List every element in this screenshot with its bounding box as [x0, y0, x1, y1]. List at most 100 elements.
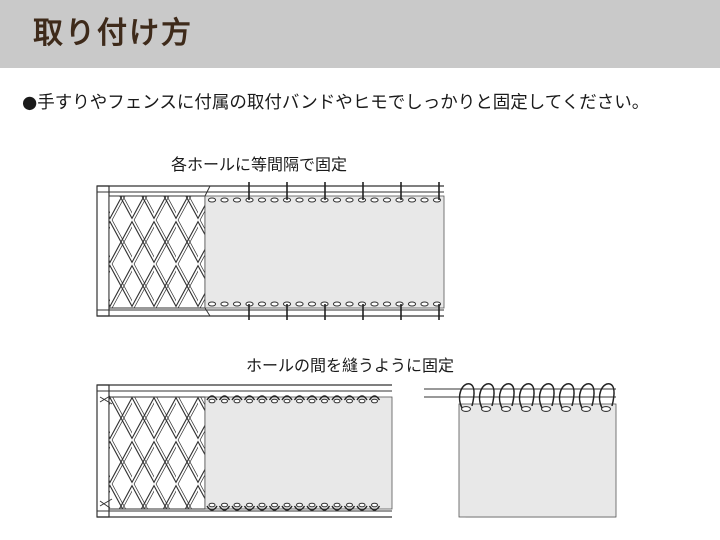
lace-loop — [331, 505, 343, 511]
grommet-hole — [307, 197, 317, 203]
grommet-hole — [208, 398, 216, 404]
grommet-hole — [271, 398, 278, 404]
page-title: 取り付け方 — [33, 16, 193, 51]
grommet-hole — [370, 301, 379, 307]
grommet-hole — [283, 398, 291, 404]
grommet-hole — [258, 502, 266, 508]
grommet-hole — [308, 502, 316, 508]
grommet-hole — [295, 197, 304, 203]
grommet-hole — [220, 197, 229, 203]
lace-coil — [458, 383, 475, 409]
lace-loop — [218, 505, 231, 511]
grommet-hole — [395, 301, 404, 307]
lace-coil — [478, 383, 495, 409]
grommet-hole — [420, 197, 429, 203]
grommet-hole — [357, 197, 367, 203]
lace-loop — [256, 395, 268, 401]
grommet-hole — [357, 301, 367, 307]
grommet-hole — [358, 398, 366, 404]
grommet-hole — [395, 197, 404, 203]
lace-coil — [558, 383, 575, 409]
grommet-hole — [382, 197, 392, 203]
grommet-hole — [296, 398, 303, 404]
header-bar: 取り付け方 — [0, 0, 720, 68]
diagram1-ties — [248, 182, 440, 320]
grommet-hole — [257, 301, 267, 307]
lace-loop — [306, 505, 318, 511]
instruction-text: ●手すりやフェンスに付属の取付バンドやヒモでしっかりと固定してください。 — [22, 93, 650, 113]
grommet-hole — [371, 502, 378, 508]
lace-loop — [293, 505, 306, 511]
grommet-hole — [233, 398, 241, 404]
lace-loop — [256, 505, 268, 511]
lace-loop — [268, 395, 281, 401]
grommet-hole — [346, 398, 353, 404]
grommet-hole — [520, 406, 532, 412]
grommet-hole — [407, 197, 417, 203]
grommet-hole — [560, 406, 572, 412]
lace-loop — [281, 395, 293, 401]
grommet-hole — [308, 398, 316, 404]
grommet-hole — [580, 406, 592, 412]
lace-loop — [281, 505, 293, 511]
grommet-hole — [460, 406, 472, 412]
grommet-hole — [257, 197, 267, 203]
lace-loop — [306, 395, 318, 401]
grommet-hole — [333, 398, 341, 404]
grommet-hole — [220, 301, 229, 307]
grommet-hole — [370, 197, 379, 203]
lace-loop — [206, 505, 218, 511]
lace-loop — [356, 505, 368, 511]
grommet-hole — [358, 502, 366, 508]
lace-loop — [218, 395, 231, 401]
lace-loop — [343, 395, 356, 401]
grommet-hole — [420, 301, 429, 307]
grommet-hole — [332, 301, 342, 307]
lace-loop — [243, 505, 256, 511]
grommet-hole — [321, 502, 328, 508]
grommet-hole — [345, 301, 354, 307]
grommet-hole — [540, 406, 552, 412]
grommet-hole — [333, 502, 341, 508]
grommet-hole — [307, 301, 317, 307]
grommet-hole — [221, 398, 228, 404]
diagram2-lacing — [206, 395, 381, 511]
grommet-hole — [270, 301, 279, 307]
lace-loop — [318, 505, 331, 511]
grommet-hole — [345, 197, 354, 203]
diagram1-holes — [207, 197, 442, 307]
grommet-hole — [207, 197, 217, 203]
diagram2-fence — [96, 384, 392, 518]
diagram1-caption: 各ホールに等間隔で固定 — [171, 155, 348, 174]
grommet-hole — [346, 502, 353, 508]
grommet-hole — [407, 301, 417, 307]
grommet-hole — [270, 197, 279, 203]
diagram2-caption: ホールの間を縫うように固定 — [246, 356, 455, 375]
grommet-hole — [382, 301, 392, 307]
lace-coil — [538, 383, 555, 409]
grommet-hole — [371, 398, 378, 404]
grommet-hole — [233, 502, 241, 508]
lace-loop — [343, 505, 356, 511]
grommet-hole — [480, 406, 492, 412]
grommet-hole — [500, 406, 512, 412]
grommet-hole — [283, 502, 291, 508]
lace-loop — [331, 395, 343, 401]
lace-coil — [518, 383, 535, 409]
grommet-hole — [246, 398, 253, 404]
lace-loop — [206, 395, 218, 401]
diagram2-detail-lacing — [458, 383, 615, 412]
grommet-hole — [232, 301, 242, 307]
grommet-hole — [207, 301, 217, 307]
grommet-hole — [258, 398, 266, 404]
diagram1-screen-panel — [204, 185, 445, 317]
lace-coil — [498, 383, 515, 409]
grommet-hole — [296, 502, 303, 508]
grommet-hole — [332, 197, 342, 203]
lace-loop — [368, 505, 381, 511]
grommet-hole — [232, 197, 242, 203]
lace-loop — [368, 395, 381, 401]
grommet-hole — [321, 398, 328, 404]
diagram2-detail — [424, 388, 617, 518]
lace-loop — [231, 395, 243, 401]
